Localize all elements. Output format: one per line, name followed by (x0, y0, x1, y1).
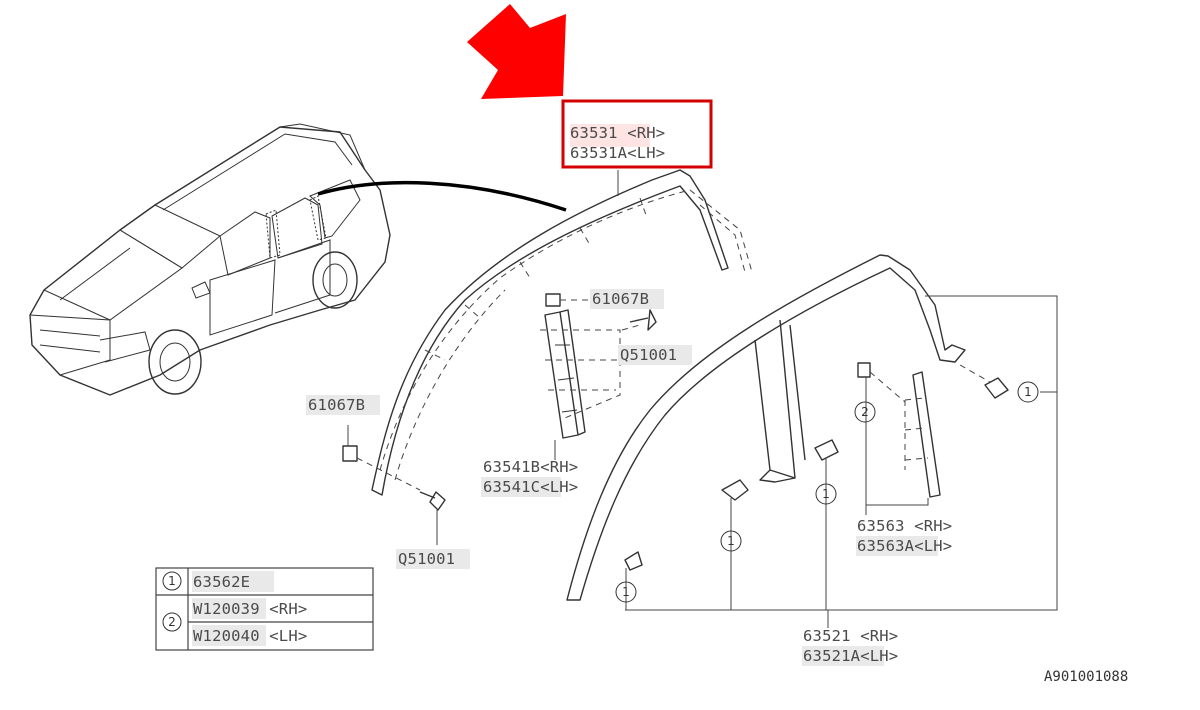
label-weatherstrip-lh: 63521A<LH> (803, 647, 898, 665)
diagram-id: A901001088 (1044, 669, 1128, 685)
label-main-lh: 63531A<LH> (570, 144, 665, 162)
center-pillar-garnish (540, 293, 657, 439)
svg-text:1: 1 (622, 585, 630, 599)
rear-door-garnish (857, 362, 941, 498)
label-clip-left: 61067B (308, 396, 365, 414)
svg-text:1: 1 (822, 487, 830, 501)
pointer-line (317, 180, 567, 212)
ref-circle-1-a: 1 (1017, 381, 1039, 403)
highlight-box (561, 99, 713, 169)
legend-part-2-rh: W120039 <RH> (193, 600, 307, 618)
legend-ref-2: 2 (168, 615, 176, 629)
ref-circle-1-c: 1 (815, 483, 837, 505)
ref-circle-2: 2 (854, 401, 876, 423)
svg-text:1: 1 (727, 534, 735, 548)
legend-part-1: 63562E (193, 573, 250, 591)
label-bolt-upper: Q51001 (620, 346, 677, 364)
svg-text:1: 1 (1024, 385, 1032, 399)
ref-circle-1-d: 1 (615, 581, 637, 603)
legend-ref-1: 1 (168, 574, 176, 588)
legend-table: 1 63562E 2 W120039 <RH> W120040 <LH> (155, 567, 374, 651)
legend-part-2-lh: W120040 <LH> (193, 627, 307, 645)
label-rear-rh: 63563 <RH> (857, 517, 952, 535)
label-main-rh: 63531 <RH> (570, 124, 665, 142)
door-sash-molding (371, 169, 753, 496)
label-rear-lh: 63563A<LH> (857, 537, 952, 555)
label-weatherstrip-rh: 63521 <RH> (803, 627, 898, 645)
label-pillar-rh: 63541B<RH> (483, 458, 578, 476)
label-pillar-lh: 63541C<LH> (483, 478, 578, 496)
label-clip-upper: 61067B (592, 290, 649, 308)
label-bolt-lower: Q51001 (398, 550, 455, 568)
highlight-fill (570, 124, 650, 147)
svg-text:2: 2 (861, 405, 869, 419)
left-clip-bolt (342, 425, 446, 545)
red-arrow-icon (467, 4, 566, 99)
ref-circle-1-b: 1 (720, 530, 742, 552)
suv-vehicle-icon (29, 123, 391, 396)
door-weatherstrip (566, 254, 1009, 601)
